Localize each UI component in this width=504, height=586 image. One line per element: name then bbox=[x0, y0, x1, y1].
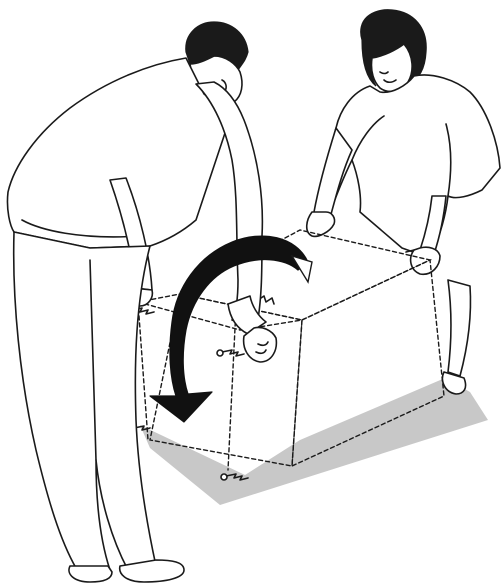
man-left-shoe bbox=[69, 566, 112, 582]
rotation-arrow-body bbox=[150, 236, 308, 422]
woman-figure bbox=[307, 10, 500, 394]
curved-arrow-down-icon bbox=[150, 236, 312, 422]
rotation-arrow-tail bbox=[292, 256, 312, 282]
woman-legs bbox=[448, 280, 471, 376]
woman-right-hand bbox=[411, 247, 440, 274]
man-legs bbox=[14, 232, 156, 570]
man-torso bbox=[7, 58, 230, 248]
